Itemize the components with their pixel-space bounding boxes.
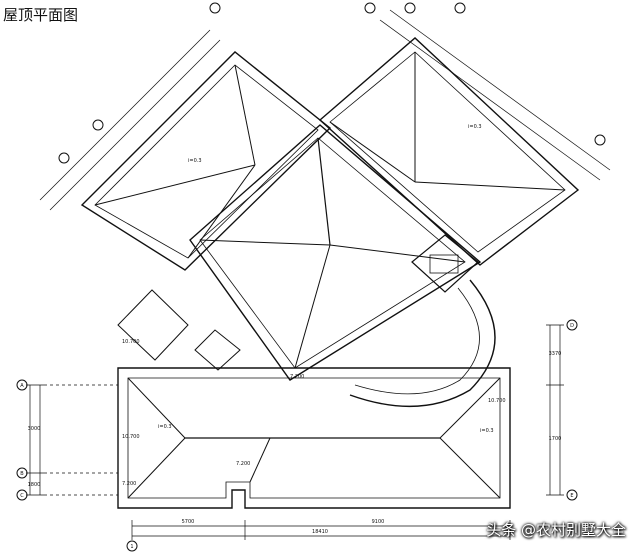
slope-label: i=0.3 <box>480 428 494 434</box>
ridge-line <box>317 137 331 246</box>
dim-label: 1800 <box>28 482 41 488</box>
grid-bubble <box>92 119 104 131</box>
diagonal-dimensions <box>39 9 611 211</box>
diamond-inner <box>94 64 319 259</box>
hip-line <box>127 437 186 499</box>
curved-roof <box>349 279 496 407</box>
slope-label: i=0.3 <box>158 424 172 430</box>
grid-label: C <box>20 493 24 499</box>
right-diamond-roof <box>318 37 580 266</box>
slope-label: i=0.3 <box>468 124 482 130</box>
central-outline <box>189 124 482 381</box>
grid-bubble <box>58 152 70 164</box>
elevation-label: 7.200 <box>236 461 250 467</box>
elevation-label: 10.700 <box>122 434 140 440</box>
tower-outline <box>411 234 479 293</box>
grid-bubble <box>16 489 28 501</box>
slope-label: i=0.3 <box>188 158 202 164</box>
diamond-inner <box>329 51 566 253</box>
hip-line <box>94 164 256 206</box>
lower-roof <box>117 367 511 509</box>
central-inner <box>199 137 466 369</box>
tower-box <box>429 254 459 274</box>
left-bay <box>117 289 241 371</box>
dim-label: 1700 <box>549 436 562 442</box>
lower-roof-outline <box>117 367 511 509</box>
hip-line <box>439 437 501 499</box>
curved-edge-outer <box>349 279 496 407</box>
grid-label: A <box>20 383 24 389</box>
hip-line <box>329 121 416 183</box>
grid-bubble <box>364 2 376 14</box>
grid-bubble <box>566 319 578 331</box>
hip-line <box>439 377 501 439</box>
grid-bubble <box>594 134 606 146</box>
dim-label: 5700 <box>182 519 195 525</box>
left-dimensions <box>26 384 118 496</box>
ridge-line <box>234 64 256 166</box>
hip-line <box>249 437 271 483</box>
grid-bubble <box>16 379 28 391</box>
grid-bubble <box>404 2 416 14</box>
dim-label: 9100 <box>372 519 385 525</box>
elevation-label: 7.200 <box>290 374 304 380</box>
watermark: 头条 @农村别墅大全 <box>486 521 626 539</box>
grid-bubble <box>566 489 578 501</box>
central-roof <box>189 124 482 381</box>
hip-line <box>414 181 566 191</box>
grid-label: 1 <box>130 544 133 550</box>
elevation-label: 10.700 <box>122 339 140 345</box>
grid-bubble <box>126 540 138 552</box>
hip-line <box>329 244 466 263</box>
dim-label: 18410 <box>312 529 328 535</box>
elevation-label: 7.200 <box>122 481 136 487</box>
bay-outline-2 <box>194 329 241 371</box>
grid-label: B <box>20 471 24 477</box>
hip-line <box>127 377 186 439</box>
bay-outline <box>117 289 189 361</box>
grid-bubble <box>16 467 28 479</box>
dim-label: 3000 <box>28 426 41 432</box>
bottom-dimensions <box>131 520 511 540</box>
drawing-title: 屋顶平面图 <box>3 6 79 24</box>
stair-tower <box>411 234 479 293</box>
diamond-outline <box>318 37 580 266</box>
grid-label: D <box>570 323 574 329</box>
diamond-outline <box>80 51 332 271</box>
curved-edge-inner <box>354 287 480 395</box>
grid-bubble <box>454 2 466 14</box>
left-diamond-roof <box>80 51 332 271</box>
elevation-label: 10.700 <box>488 398 506 404</box>
dim-label: 3370 <box>549 351 562 357</box>
hip-line <box>294 244 331 369</box>
hip-line <box>199 239 331 246</box>
right-dimensions <box>546 324 564 496</box>
grid-bubble <box>209 2 221 14</box>
grid-label: E <box>570 493 573 499</box>
